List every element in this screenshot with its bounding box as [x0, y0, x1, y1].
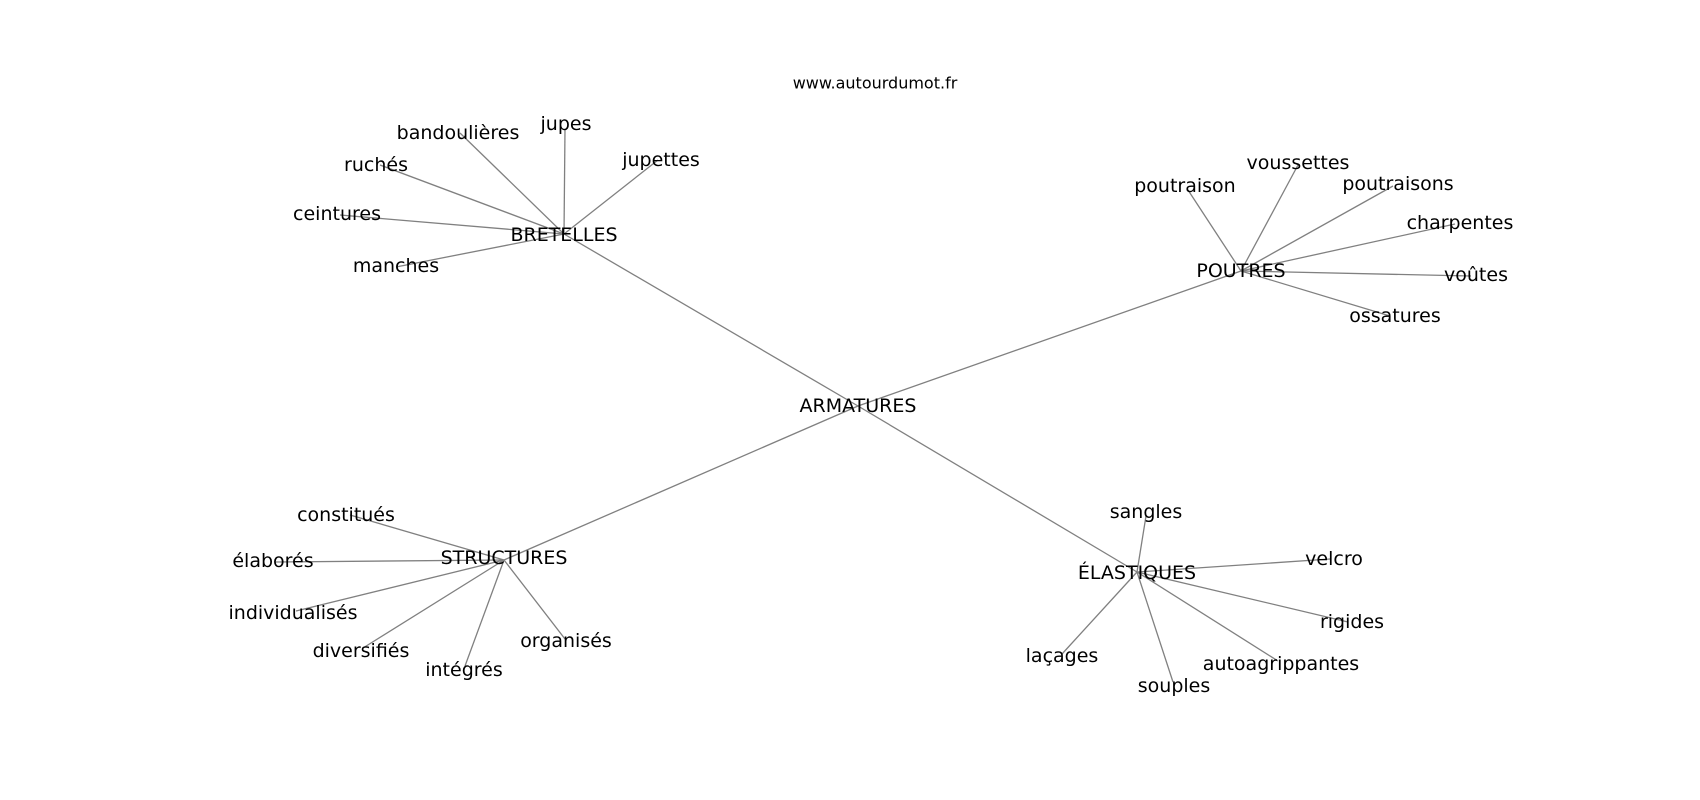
hub-node-label: BRETELLES: [510, 224, 617, 246]
leaf-node-label: jupes: [540, 113, 592, 135]
edge-hub-to-leaf: [503, 559, 566, 640]
edge-hub-to-leaf: [1136, 571, 1174, 683]
edge-hub-to-leaf: [1240, 185, 1394, 272]
edge-hub-to-leaf: [459, 132, 565, 235]
hub-node-label: POUTRES: [1196, 260, 1285, 282]
edge-hub-to-leaf: [1061, 571, 1138, 655]
edge-hub-to-leaf: [1136, 558, 1331, 573]
labels-layer: www.autourdumot.fr BRETELLES jupes bandoul…: [229, 74, 1514, 698]
edge-hub-to-leaf: [379, 164, 565, 235]
edge-hub-to-leaf: [1187, 189, 1242, 272]
edge-center-to-hub: [503, 405, 859, 561]
source-caption: www.autourdumot.fr: [793, 74, 958, 93]
edge-hub-to-leaf: [563, 128, 566, 235]
edge-hub-to-leaf: [295, 559, 505, 612]
edge-hub-to-leaf: [1240, 223, 1456, 272]
leaf-node-label: bandoulières: [397, 122, 520, 144]
edges-layer: [275, 128, 1472, 683]
edge-hub-to-leaf: [275, 559, 505, 563]
leaf-node-label: autoagrippantes: [1203, 653, 1359, 675]
leaf-node-label: souples: [1138, 675, 1211, 697]
leaf-node-label: velcro: [1305, 548, 1363, 570]
edge-hub-to-leaf: [362, 559, 505, 649]
edge-hub-to-leaf: [464, 559, 505, 667]
leaf-node-label: organisés: [520, 630, 612, 652]
leaf-node-label: voussettes: [1247, 152, 1350, 174]
edge-hub-to-leaf: [339, 214, 565, 235]
leaf-node-label: charpentes: [1407, 212, 1514, 234]
edge-hub-to-leaf: [349, 514, 505, 561]
edge-hub-to-leaf: [1136, 571, 1279, 662]
center-node-label: ARMATURES: [800, 395, 917, 417]
leaf-node-label: ruchés: [344, 154, 408, 176]
edge-hub-to-leaf: [1136, 571, 1349, 623]
edge-hub-to-leaf: [1240, 270, 1391, 317]
hub-node-label: STRUCTURES: [441, 547, 568, 569]
leaf-node-label: ceintures: [293, 203, 381, 225]
leaf-node-label: individualisés: [229, 602, 358, 624]
leaf-node-label: intégrés: [425, 659, 503, 681]
leaf-node-label: poutraisons: [1342, 173, 1453, 195]
leaf-node-label: jupettes: [621, 149, 700, 171]
leaf-node-label: constitués: [297, 504, 395, 526]
leaf-node-label: rigides: [1320, 611, 1384, 633]
edge-hub-to-leaf: [563, 159, 659, 235]
edge-hub-to-leaf: [1240, 270, 1472, 277]
leaf-node-label: poutraison: [1134, 175, 1235, 197]
leaf-node-label: manches: [353, 255, 439, 277]
leaf-node-label: laçages: [1026, 645, 1099, 667]
leaf-node-label: diversifiés: [313, 640, 410, 662]
leaf-node-label: voûtes: [1444, 264, 1508, 286]
hub-node-label: ÉLASTIQUES: [1078, 561, 1196, 584]
edge-center-to-hub: [563, 233, 859, 407]
leaf-node-label: ossatures: [1349, 305, 1441, 327]
edge-center-to-hub: [857, 270, 1242, 407]
leaf-node-label: sangles: [1110, 501, 1183, 523]
edge-hub-to-leaf: [395, 233, 565, 268]
leaf-node-label: élaborés: [232, 550, 313, 572]
edge-hub-to-leaf: [1136, 515, 1147, 573]
edge-center-to-hub: [857, 405, 1138, 573]
edge-hub-to-leaf: [1240, 164, 1299, 272]
